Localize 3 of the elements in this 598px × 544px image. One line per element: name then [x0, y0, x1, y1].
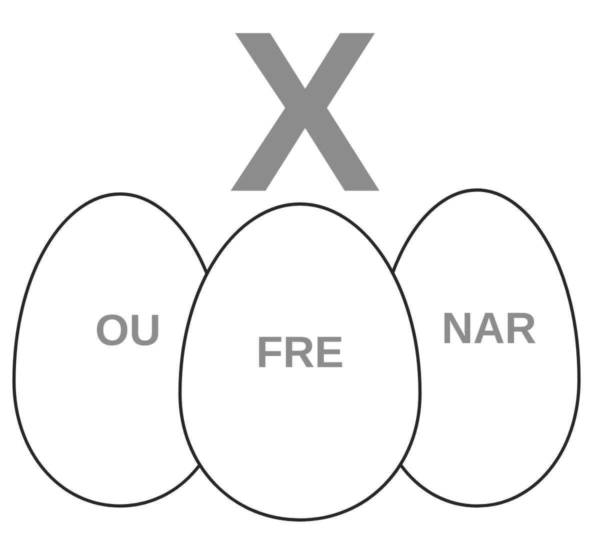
big-letter: X — [230, 33, 380, 191]
egg: FRE — [178, 202, 422, 522]
node-label: FRE — [259, 336, 342, 368]
